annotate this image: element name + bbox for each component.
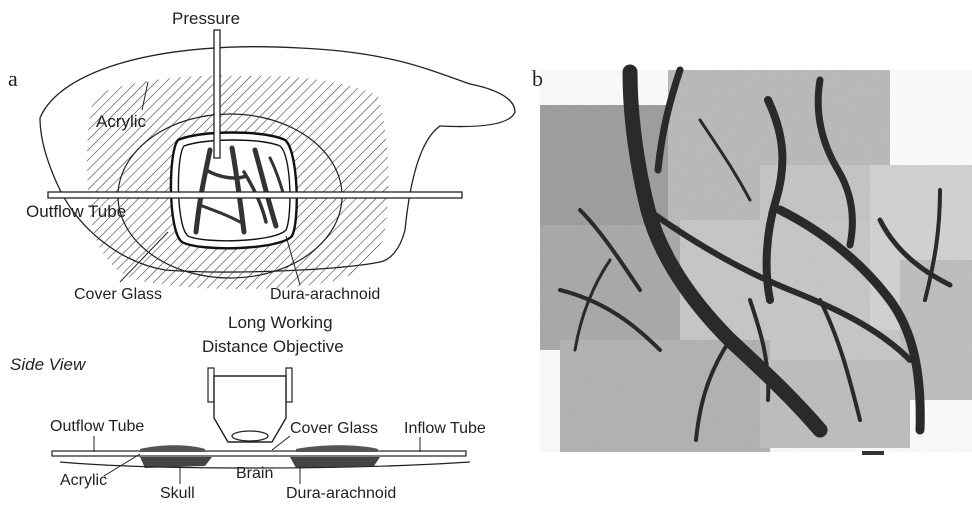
label-outflow-tube-side: Outflow Tube [50, 418, 144, 435]
top-view-diagram: Pressure Acrylic Outflow Tube Cover Glas… [26, 9, 515, 303]
side-tube [52, 451, 466, 456]
label-objective-line2: Distance Objective [202, 337, 344, 356]
montage-tiles [540, 70, 972, 452]
side-view-diagram: Side View Long Working Distance Objectiv… [10, 313, 486, 502]
acrylic-left-layer [140, 445, 205, 452]
label-acrylic-top: Acrylic [96, 112, 147, 131]
label-cover-glass-side: Cover Glass [290, 420, 378, 437]
label-dura-side: Dura-arachnoid [286, 485, 396, 502]
label-pressure: Pressure [172, 9, 240, 28]
outflow-inflow-tube-top [48, 192, 462, 198]
scale-bar [862, 451, 884, 455]
label-inflow-tube: Inflow Tube [404, 420, 486, 437]
panel-b-svg: b [520, 0, 972, 502]
label-objective-line1: Long Working [228, 313, 333, 332]
acrylic-right-layer [296, 445, 378, 452]
label-dura-top: Dura-arachnoid [270, 286, 380, 303]
label-brain: Brain [236, 465, 273, 482]
pressure-tube [214, 30, 220, 158]
objective-right-clip [286, 368, 292, 402]
objective-left-clip [208, 368, 214, 402]
label-acrylic-side: Acrylic [60, 472, 107, 489]
panel-b-micrograph: b [520, 0, 972, 502]
panel-a-schematic: a Pressure Acrylic [0, 0, 520, 502]
label-skull: Skull [160, 485, 195, 502]
panel-a-svg: a Pressure Acrylic [0, 0, 520, 502]
label-cover-glass-top: Cover Glass [74, 286, 162, 303]
objective-body [214, 376, 286, 442]
label-outflow-tube-top: Outflow Tube [26, 202, 126, 221]
panel-a-letter: a [8, 66, 18, 91]
label-side-view: Side View [10, 355, 87, 374]
montage-grain [540, 70, 972, 452]
